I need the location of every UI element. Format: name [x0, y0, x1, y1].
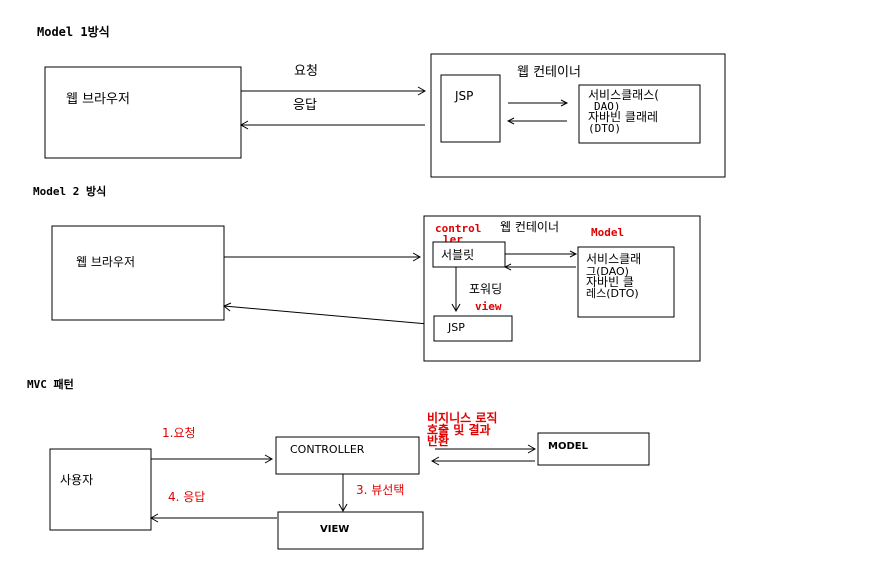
model1-service-line-4: (DTO) — [588, 122, 621, 135]
model1-jsp-to-service-arrowhead — [560, 99, 569, 107]
mvc-business-line-3: 반환 — [427, 433, 449, 448]
model2-container-label: 웹 컨테이너 — [500, 220, 559, 234]
mvc-model-label: MODEL — [548, 441, 589, 452]
model1-service-line-1: 서비스클래스( — [588, 88, 659, 102]
mvc-controller-box — [275, 436, 420, 475]
model2-heading: Model 2 방식 — [33, 184, 106, 198]
model1-service-line-3: 자바빈 클래레 — [588, 110, 658, 124]
model2-response-arrow — [223, 305, 429, 325]
model1-jsp-label: JSP — [454, 89, 473, 103]
mvc-model-box — [537, 432, 650, 466]
mvc-controller-to-view-arrowhead — [338, 503, 348, 513]
mvc-view-box — [277, 511, 424, 550]
model1-heading: Model 1방식 — [37, 24, 110, 39]
model1-service-box — [578, 84, 701, 144]
model2-controller-label-1: control — [435, 222, 481, 235]
model1-jsp-box — [440, 74, 501, 143]
model2-jsp-box — [433, 315, 513, 342]
model2-service-box — [577, 246, 675, 318]
model2-forward-arrowhead — [451, 303, 461, 313]
model1-browser-box — [44, 66, 242, 159]
model2-model-to-servlet-arrowhead — [503, 263, 512, 271]
model1-request-label: 요청 — [294, 64, 318, 79]
model1-browser-label: 웹 브라우저 — [66, 92, 130, 107]
model2-view-label: view — [475, 300, 502, 313]
model1-service-line-2: DAO) — [594, 100, 621, 113]
model2-response-arrowhead — [223, 302, 232, 312]
mvc-business-line-1: 비지니스 로직 — [427, 410, 497, 425]
mvc-user-box — [49, 448, 152, 531]
mvc-heading: MVC 패턴 — [27, 377, 74, 391]
model2-model-label: Model — [591, 226, 624, 239]
mvc-view-select-label: 3. 뷰선택 — [356, 483, 404, 497]
mvc-user-label: 사용자 — [60, 473, 93, 487]
model2-request-arrowhead — [412, 252, 422, 262]
mvc-view-label: VIEW — [320, 524, 349, 535]
model2-servlet-box — [432, 241, 506, 268]
model2-service-line-4: 레스(DTO) — [586, 287, 639, 300]
model1-response-label: 응답 — [293, 98, 317, 113]
model2-servlet-to-model-arrowhead — [569, 250, 578, 258]
model2-servlet-label: 서블릿 — [441, 248, 474, 262]
model2-service-line-2: 그(DAO) — [586, 265, 629, 278]
model2-forward-label: 포워딩 — [469, 282, 502, 296]
model2-service-line-3: 자바빈 클 — [586, 275, 634, 289]
mvc-controller-to-model-arrowhead — [527, 444, 537, 454]
model1-container-label: 웹 컨테이너 — [517, 65, 581, 80]
mvc-response-label: 4. 응답 — [168, 490, 205, 504]
model2-browser-label: 웹 브라우저 — [76, 255, 135, 269]
mvc-business-line-2: 호출 및 결과 — [427, 422, 491, 437]
model2-jsp-label: JSP — [447, 321, 465, 334]
mvc-request-label: 1.요청 — [162, 426, 196, 440]
model1-request-arrowhead — [417, 86, 427, 96]
model2-service-line-1: 서비스클래 — [586, 252, 641, 266]
model1-service-to-jsp-arrowhead — [506, 117, 515, 125]
mvc-model-to-controller-arrowhead — [430, 456, 440, 466]
mvc-controller-label: CONTROLLER — [290, 443, 365, 456]
mvc-response-arrowhead — [149, 513, 159, 523]
model1-response-arrowhead — [239, 120, 249, 130]
model2-browser-box — [51, 225, 225, 321]
mvc-request-arrowhead — [264, 454, 274, 464]
